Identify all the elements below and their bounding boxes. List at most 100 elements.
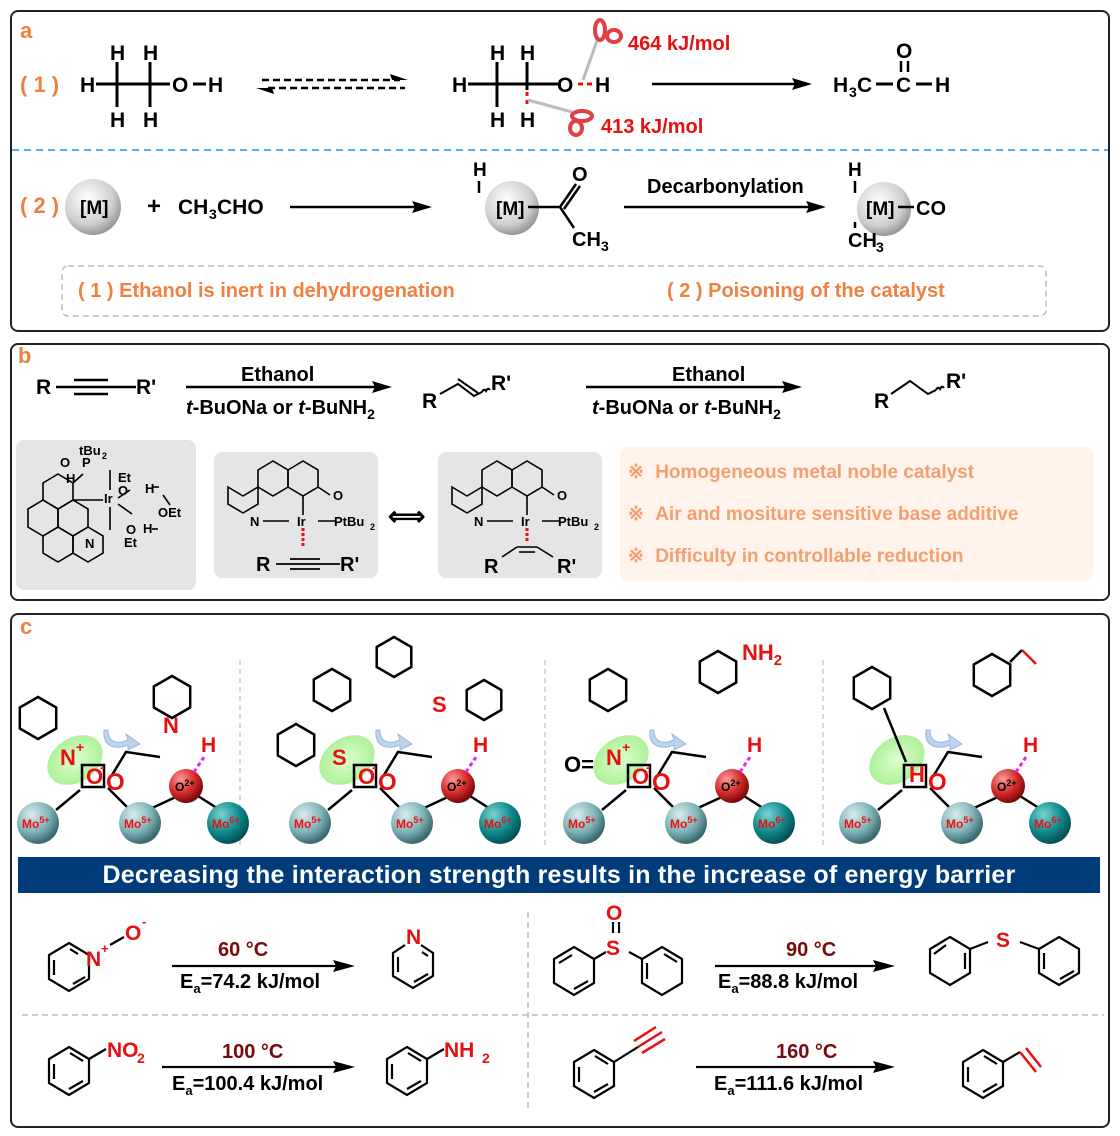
activation-energy-label: Ea=88.8 kJ/mol <box>718 971 858 996</box>
catalyst-box-1 <box>16 440 196 590</box>
diagram-mark <box>806 201 826 213</box>
pyridinium-ring <box>18 695 58 741</box>
alkane-structure: R R' <box>874 370 966 413</box>
ethoxy-oxygen: O <box>378 769 397 796</box>
diagram-mark: CH <box>178 196 208 219</box>
diagram-mark <box>982 1083 998 1093</box>
diagram-mark: R' <box>557 556 576 578</box>
ir-pincer-alkene-complex <box>451 460 559 558</box>
diagram-mark: H <box>145 481 154 496</box>
diagram-mark <box>969 940 989 951</box>
diagram-mark: R' <box>340 554 359 576</box>
catalyst-box-2 <box>214 452 378 578</box>
diagram-mark: H <box>935 74 950 97</box>
diagram-mark <box>593 18 607 42</box>
diagram-mark <box>412 201 432 213</box>
diagram-mark: H <box>80 74 95 97</box>
interaction-highlight <box>319 735 375 785</box>
diagram-mark <box>558 183 578 208</box>
diagram-mark: tBu <box>79 443 101 458</box>
diagram-mark: R' <box>946 370 966 393</box>
activation-energy-label: Ea=100.4 kJ/mol <box>172 1073 323 1098</box>
diagram-mark <box>423 794 451 810</box>
diagram-mark: O <box>118 483 128 498</box>
diphenyl-sulfide-product <box>928 935 1081 987</box>
alkyne-structure: R R' <box>36 376 156 399</box>
diagram-mark: O <box>333 488 343 503</box>
diagram-mark <box>69 1052 84 1062</box>
diagram-mark: R <box>874 390 889 413</box>
alkene-structure: R R' <box>422 372 511 413</box>
diagram-mark: Ir <box>297 514 306 529</box>
drawbacks-box <box>620 447 1094 581</box>
diagram-mark: O <box>557 74 573 97</box>
diagram-mark: -BuNH <box>711 397 773 419</box>
diagram-mark: R <box>422 390 437 413</box>
diagram-mark <box>421 951 429 957</box>
activation-energy-label: Ea=111.6 kJ/mol <box>714 1073 863 1098</box>
product-phenyl-ring <box>375 635 413 679</box>
mo-site-sphere <box>119 802 161 844</box>
diagram-mark: Ir <box>104 491 113 506</box>
hydrogen-bond <box>738 756 752 773</box>
diagram-mark <box>109 936 125 946</box>
arrow2-bottom-label: t-BuONa or t-BuNH2 <box>592 397 781 422</box>
diagram-mark: O <box>125 922 141 945</box>
diagram-mark: H <box>452 74 467 97</box>
diagram-mark: 2 <box>482 1050 490 1066</box>
reaction-arrow-c4 <box>696 1061 895 1073</box>
lattice-oxygen-sphere <box>441 769 475 803</box>
diagram-mark <box>501 546 518 558</box>
phenyl-ring <box>588 667 628 713</box>
diagram-mark: E <box>718 971 731 993</box>
arrow2-top-label: Ethanol <box>672 364 745 386</box>
diagram-mark: H <box>66 471 75 486</box>
ethoxy-chain <box>382 750 433 776</box>
mo-site-sphere <box>207 802 249 844</box>
diagram-mark <box>857 182 911 236</box>
reaction-arrow-2 <box>290 201 432 213</box>
nitrobenzene <box>47 1045 107 1097</box>
release-arrow-icon <box>375 729 413 751</box>
diagram-mark <box>558 206 576 229</box>
alkyne-bond <box>882 707 908 763</box>
diagram-mark <box>107 787 129 809</box>
diagram-mark: E <box>172 1073 185 1095</box>
diagram-mark: N <box>86 948 101 971</box>
diagram-mark: H <box>520 42 535 65</box>
diagram-mark: H <box>833 74 848 97</box>
acetaldehyde-reagent: CH 3 CHO <box>178 196 264 222</box>
activation-energy-label: Ea=74.2 kJ/mol <box>180 971 320 996</box>
panel-b-label: b <box>18 343 32 368</box>
ethoxy-oxygen: O <box>652 769 671 796</box>
nitro-oxygen: O= <box>564 752 594 777</box>
diagram-mark <box>593 951 607 960</box>
diagram-mark: R' <box>136 376 156 399</box>
diagram-mark <box>333 1061 355 1073</box>
diagram-mark <box>72 473 84 484</box>
diagram-mark: a <box>193 981 201 996</box>
diagram-mark <box>256 88 274 94</box>
oxygen-vacancy-square <box>352 763 378 789</box>
ethoxy-chain <box>932 750 983 776</box>
diagram-mark: [M] <box>496 199 524 220</box>
oxygen-vacancy-square <box>626 763 652 789</box>
diagram-mark <box>573 980 589 990</box>
diagram-mark: H <box>473 160 487 181</box>
hydrogen-bond <box>192 756 206 773</box>
diagram-mark: Ir <box>521 514 530 529</box>
acyl-metal-hydride: [M] H O CH 3 <box>473 160 609 254</box>
diagram-mark: a <box>731 981 739 996</box>
asterism-icon: ※ <box>628 504 644 525</box>
phenyl-ring <box>852 665 892 711</box>
diagram-mark <box>390 74 408 80</box>
aniline-product <box>385 1045 445 1097</box>
phenyl-ring <box>276 722 316 768</box>
alkyne-bond-red <box>633 1025 666 1055</box>
diagram-mark <box>379 787 401 809</box>
diagram-mark: R' <box>491 372 511 395</box>
alkene-ligand: R R' <box>484 556 576 578</box>
